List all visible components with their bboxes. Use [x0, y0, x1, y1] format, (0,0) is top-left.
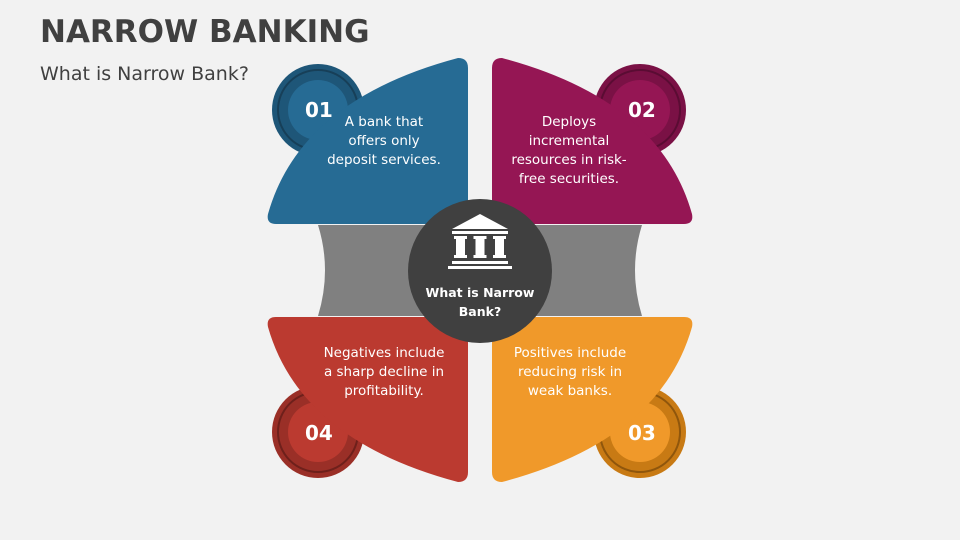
item-text-01: A bank that offers only deposit services… [324, 113, 444, 170]
segment-04-red[interactable] [267, 317, 468, 482]
item-text-02: Deploys incremental resources in risk- f… [502, 113, 636, 189]
text-line: Negatives include [323, 345, 445, 361]
text-line: resources in risk- [511, 152, 627, 168]
segment-01-blue[interactable] [267, 58, 468, 224]
page-title: NARROW BANKING [40, 14, 370, 50]
text-line: offers only [348, 133, 420, 149]
item-text-04: Negatives include a sharp decline in pro… [316, 344, 452, 401]
text-line: deposit services. [327, 152, 441, 168]
item-number-01: 01 [305, 98, 333, 122]
text-line: A bank that [344, 114, 424, 130]
item-number-03: 03 [628, 421, 656, 445]
center-hub[interactable] [408, 199, 552, 343]
text-line: incremental [528, 133, 610, 149]
item-text-03: Positives include reducing risk in weak … [502, 344, 638, 401]
text-line: profitability. [344, 383, 424, 399]
item-number-02: 02 [628, 98, 656, 122]
text-line: free securities. [518, 171, 620, 187]
item-number-04: 04 [305, 421, 333, 445]
text-line: reducing risk in [517, 364, 623, 380]
page-subtitle: What is Narrow Bank? [40, 63, 249, 85]
text-line: a sharp decline in [323, 364, 445, 380]
text-line: Deploys [541, 114, 597, 130]
text-line: weak banks. [527, 383, 613, 399]
center-label: What is Narrow Bank? [425, 285, 535, 319]
segment-02-magenta[interactable] [492, 58, 693, 224]
bank-building-icon [448, 214, 512, 269]
segment-03-orange[interactable] [492, 317, 693, 482]
text-line: Positives include [513, 345, 627, 361]
